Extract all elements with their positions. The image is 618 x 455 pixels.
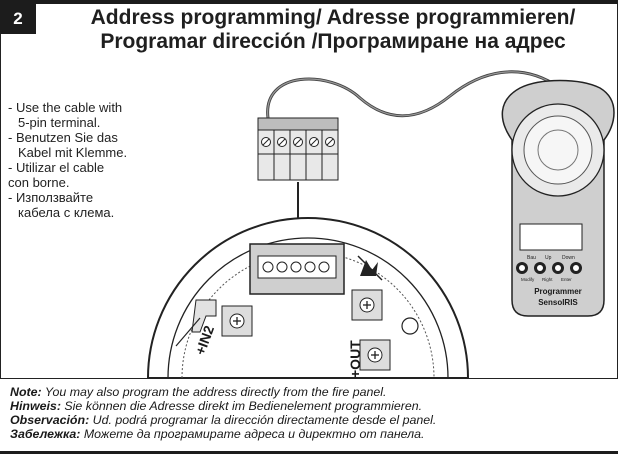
top-bar (0, 0, 618, 4)
note-bg-text: Можете да програмирате адреса и директно… (80, 427, 425, 441)
instruction-es-2: con borne. (8, 175, 70, 190)
note-de-label: Hinweis: (10, 399, 61, 413)
note-en-text: You may also program the address directl… (41, 385, 387, 399)
terminal-connector (257, 117, 339, 181)
note-es-text: Ud. podrá programar la dirección directa… (89, 413, 437, 427)
detector-base (146, 217, 470, 378)
note-es-label: Observación: (10, 413, 90, 427)
note-bg: Забележка: Можете да програмирате адреса… (10, 427, 424, 441)
programmer-btn-low-3: Enter (561, 277, 572, 282)
note-de-text: Sie können die Adresse direkt im Bediene… (60, 399, 423, 413)
instruction-de-1: - Benutzen Sie das (8, 130, 118, 145)
page-title: Address programming/ Adresse programmier… (50, 6, 616, 54)
instruction-bg-2: кабела с клема. (18, 205, 115, 220)
title-line-2: Programar dirección /Програмиране на адр… (100, 30, 566, 53)
programmer-brand: SensoIRIS (538, 298, 578, 307)
flame-icon (357, 255, 383, 281)
step-number-badge: 2 (0, 4, 36, 34)
instruction-bg-1: - Използвайте (8, 190, 94, 205)
programmer-btn-low-1: Modify (521, 277, 535, 282)
label-out: +OUT (347, 340, 363, 378)
note-es: Observación: Ud. podrá programar la dire… (10, 413, 436, 427)
note-en-label: Note: (10, 385, 42, 399)
instruction-en-2: 5-pin terminal. (18, 115, 101, 130)
notes-section: Note: You may also program the address d… (0, 378, 618, 455)
bottom-bar (0, 451, 618, 454)
programmer-name: Programmer (534, 287, 582, 296)
programmer-btn-label-3: Down (562, 255, 575, 261)
note-bg-label: Забележка: (10, 427, 81, 441)
title-line-1: Address programming/ Adresse programmier… (90, 6, 576, 29)
cable-inner (267, 71, 561, 119)
note-en: Note: You may also program the address d… (10, 385, 387, 399)
instruction-es-1: - Utilizar el cable (8, 160, 105, 175)
programmer-device (501, 79, 615, 317)
programmer-btn-low-2: Right (542, 277, 553, 282)
programmer-btn-label-2: Up (545, 255, 552, 261)
note-de: Hinweis: Sie können die Adresse direkt i… (10, 399, 422, 413)
instruction-de-2: Kabel mit Klemme. (18, 145, 128, 160)
instruction-en-1: - Use the cable with (8, 100, 123, 115)
wiring-diagram: +IN2 +OUT Bau Up Down Modify Right Enter… (146, 70, 615, 378)
programmer-btn-label-1: Bau (527, 255, 536, 261)
instructions-list: - Use the cable with 5-pin terminal. - B… (8, 100, 178, 220)
